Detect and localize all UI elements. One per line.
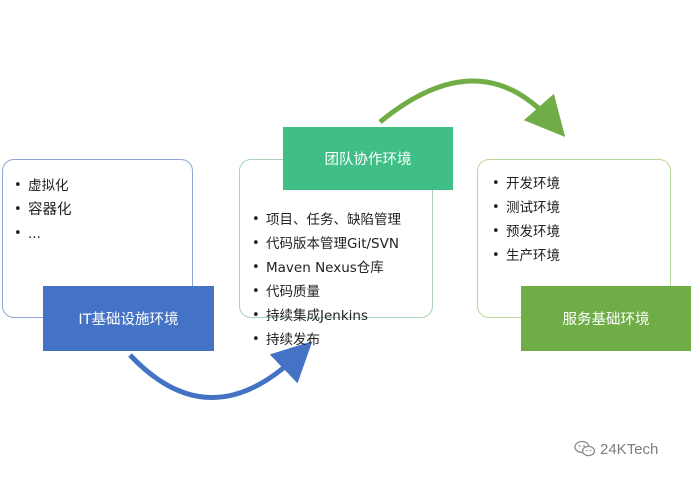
blue-arrow bbox=[128, 341, 313, 400]
list-item: 持续集成Jenkins bbox=[252, 304, 401, 328]
service-foundation-title: 服务基础环境 bbox=[521, 286, 691, 351]
green-arrow bbox=[378, 78, 566, 138]
service-foundation-list: 开发环境 测试环境 预发环境 生产环境 bbox=[492, 172, 560, 268]
list-item: 代码版本管理Git/SVN bbox=[252, 232, 401, 256]
list-item: 项目、任务、缺陷管理 bbox=[252, 208, 401, 232]
list-item: 虚拟化 bbox=[14, 174, 72, 198]
list-item: 测试环境 bbox=[492, 196, 560, 220]
team-collaboration-list: 项目、任务、缺陷管理 代码版本管理Git/SVN Maven Nexus仓库 代… bbox=[252, 208, 401, 352]
list-item: 代码质量 bbox=[252, 280, 401, 304]
list-item: 生产环境 bbox=[492, 244, 560, 268]
watermark-text: 24KTech bbox=[600, 440, 659, 458]
team-collaboration-title: 团队协作环境 bbox=[283, 127, 453, 190]
list-item: ... bbox=[14, 222, 72, 246]
wechat-icon bbox=[574, 440, 596, 457]
list-item: 开发环境 bbox=[492, 172, 560, 196]
list-item: 预发环境 bbox=[492, 220, 560, 244]
it-infrastructure-title: IT基础设施环境 bbox=[43, 286, 214, 351]
list-item: Maven Nexus仓库 bbox=[252, 256, 401, 280]
list-item: 持续发布 bbox=[252, 328, 401, 352]
list-item: 容器化 bbox=[14, 198, 72, 222]
it-infrastructure-list: 虚拟化 容器化 ... bbox=[14, 174, 72, 246]
watermark: 24KTech bbox=[574, 440, 658, 458]
